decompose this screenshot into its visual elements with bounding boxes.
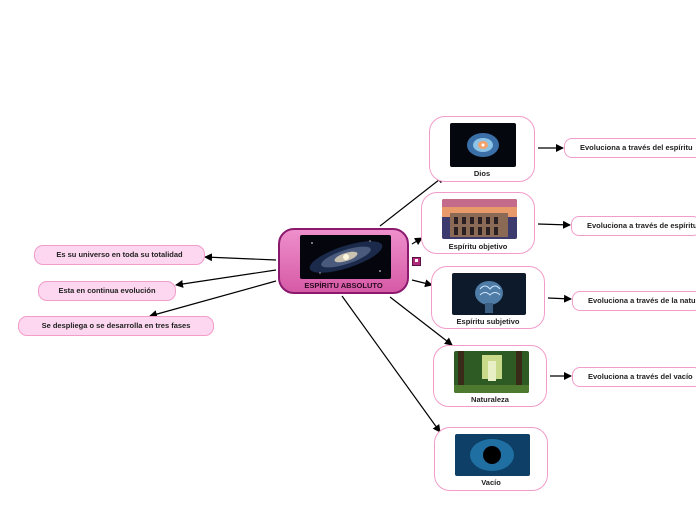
connector-objetivo-leaf — [538, 224, 570, 225]
connector-attr-1 — [205, 257, 276, 260]
leaf-espiritu-objetivo[interactable]: Evoluciona a través de espíritu — [571, 216, 696, 236]
leaf-naturaleza[interactable]: Evoluciona a través del vacío — [572, 367, 696, 387]
black-hole-image — [455, 434, 530, 476]
topic-vacio-label: Vacío — [435, 478, 547, 487]
forest-image — [454, 351, 529, 393]
topic-espiritu-objetivo-label: Espíritu objetivo — [422, 242, 534, 251]
topic-espiritu-subjetivo[interactable]: Espíritu subjetivo — [431, 266, 545, 329]
attribute-universo[interactable]: Es su universo en toda su totalidad — [34, 245, 205, 265]
connector-center-vacio — [342, 296, 440, 432]
topic-espiritu-subjetivo-label: Espíritu subjetivo — [432, 317, 544, 326]
leaf-espiritu-subjetivo[interactable]: Evoluciona a través de la naturaleza — [572, 291, 696, 311]
topic-espiritu-objetivo[interactable]: Espíritu objetivo — [421, 192, 535, 254]
topic-naturaleza-label: Naturaleza — [434, 395, 546, 404]
colosseum-image — [442, 199, 517, 239]
central-topic-label: ESPÍRITU ABSOLUTO — [280, 281, 407, 290]
topic-vacio[interactable]: Vacío — [434, 427, 548, 491]
nebula-image — [450, 123, 516, 167]
connector-subjetivo-leaf — [548, 298, 571, 299]
connector-attr-2 — [176, 270, 276, 285]
topic-dios[interactable]: Dios — [429, 116, 535, 182]
galaxy-image — [300, 235, 391, 279]
topic-dios-label: Dios — [430, 169, 534, 178]
leaf-dios[interactable]: Evoluciona a través del espíritu — [564, 138, 696, 158]
topic-naturaleza[interactable]: Naturaleza — [433, 345, 547, 407]
central-topic[interactable]: ESPÍRITU ABSOLUTO — [278, 228, 409, 294]
attribute-fases[interactable]: Se despliega o se desarrolla en tres fas… — [18, 316, 214, 336]
note-icon[interactable] — [412, 257, 421, 266]
attribute-evolucion[interactable]: Esta en continua evolución — [38, 281, 176, 301]
connector-center-subjetivo — [412, 280, 432, 285]
brain-image — [452, 273, 526, 315]
